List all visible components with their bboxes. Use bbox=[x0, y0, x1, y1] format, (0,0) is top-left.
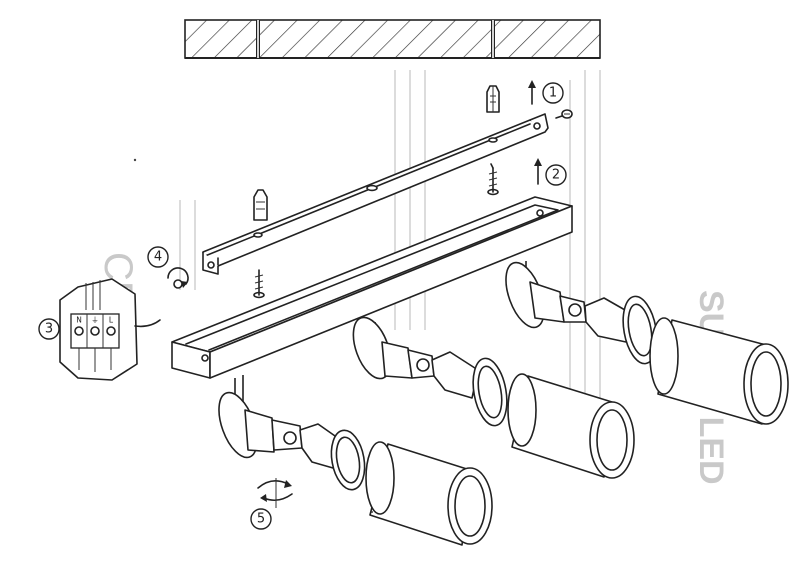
spotlight-right bbox=[505, 261, 789, 425]
step-3-number: 3 bbox=[45, 322, 53, 337]
spotlight-middle bbox=[352, 316, 635, 479]
rotate-screw-icon bbox=[167, 267, 189, 289]
scan-speck bbox=[371, 511, 373, 513]
small-screw-icon bbox=[555, 109, 573, 119]
step-2-number: 2 bbox=[552, 168, 560, 183]
mounting-plate bbox=[202, 113, 549, 275]
spotlight-left bbox=[218, 391, 493, 546]
ceiling bbox=[184, 19, 601, 59]
screw-icon bbox=[253, 269, 265, 299]
step-1-marker: 1 bbox=[542, 82, 564, 104]
up-arrow-icon bbox=[528, 80, 536, 105]
step-1-number: 1 bbox=[549, 86, 557, 101]
wall-plug-icon bbox=[486, 85, 500, 113]
rotate-arrows-icon bbox=[257, 478, 293, 508]
terminal-label-earth: ⏚ bbox=[91, 316, 99, 325]
step-2-marker: 2 bbox=[545, 164, 567, 186]
step-3-marker: 3 bbox=[38, 318, 60, 340]
scan-speck bbox=[133, 158, 137, 162]
terminal-label-l: L bbox=[109, 316, 114, 325]
wall-plug-icon bbox=[253, 189, 268, 221]
terminal-block-detail: N ⏚ L bbox=[59, 278, 161, 381]
step-5-number: 5 bbox=[257, 512, 265, 527]
fixture-housing bbox=[171, 196, 573, 379]
step-4-number: 4 bbox=[154, 250, 162, 265]
terminal-label-n: N bbox=[76, 316, 82, 325]
step-5-marker: 5 bbox=[250, 508, 272, 530]
up-arrow-icon bbox=[534, 158, 542, 185]
step-4-marker: 4 bbox=[147, 246, 169, 268]
screw-icon bbox=[487, 163, 499, 196]
